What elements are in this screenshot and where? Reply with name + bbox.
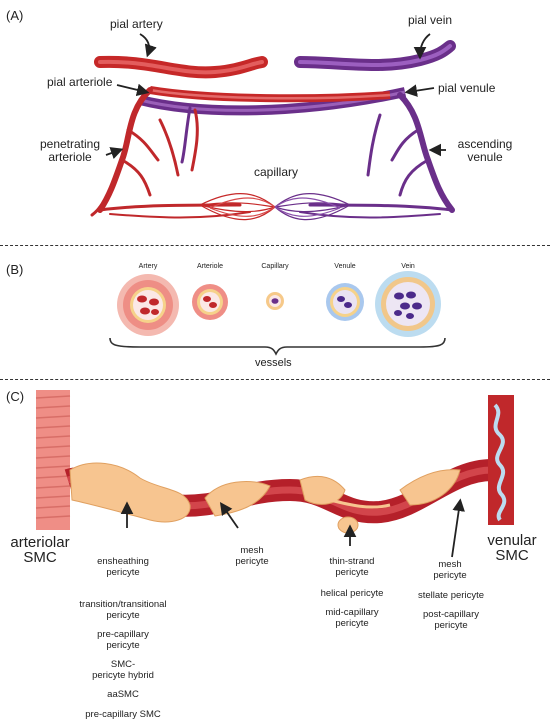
- label-penetrating-arteriole-line1: penetrating: [39, 137, 101, 151]
- panel-b-letter: (B): [6, 262, 24, 277]
- label-pial-vein: pial vein: [408, 13, 453, 27]
- vein-cross-section: [375, 271, 441, 337]
- synonym-stellate: stellate pericyte: [417, 590, 484, 601]
- panel-b-vessel-sections: [109, 271, 446, 356]
- label-arteriolar-smc-line1: arteriolar: [10, 534, 70, 551]
- label-vein: Vein: [401, 263, 415, 270]
- synonym-smc-pericyte-hybrid: SMC- pericyte hybrid: [60, 659, 186, 681]
- thin-strand-line2: pericyte: [335, 567, 369, 578]
- mesh-line1: mesh: [240, 545, 264, 556]
- synonym-pre-capillary-pericyte: pre-capillary pericyte: [60, 629, 186, 651]
- label-ascending-venule: ascending venule: [445, 138, 525, 164]
- mesh-pericyte-cell: [204, 481, 271, 517]
- arrow-pial-arteriole: [116, 83, 150, 97]
- label-arteriolar-smc-line2: SMC: [23, 549, 57, 566]
- arrow-penetrating-arteriole: [105, 147, 124, 159]
- panel-c-arrows: [120, 498, 465, 558]
- venule-cross-section: [326, 283, 364, 321]
- mesh-line2: pericyte: [235, 556, 269, 567]
- label-pial-arteriole: pial arteriole: [47, 75, 113, 89]
- panel-c-letter: (C): [6, 389, 25, 404]
- arteriolar-smc-column: [35, 390, 71, 530]
- label-venular-smc-line2: SMC: [495, 547, 529, 564]
- panel-a-vessel-illustration: [90, 33, 456, 221]
- mesh-post-line2: pericyte: [433, 570, 467, 581]
- post-mesh-pericyte-cell: [399, 469, 461, 506]
- label-venular-smc-line1: venular: [487, 532, 537, 549]
- synonym-transitional-line1: transition/transitional: [79, 599, 167, 610]
- label-penetrating-arteriole: penetrating arteriole: [30, 138, 110, 164]
- label-capillary: capillary: [254, 165, 299, 179]
- label-artery: Artery: [138, 263, 158, 270]
- panel-a-arrows: [105, 33, 446, 159]
- label-thin-strand-pericyte: thin-strand pericyte: [318, 556, 386, 578]
- synonym-mid-capillary-line2: pericyte: [335, 618, 369, 629]
- arrow-pial-artery: [139, 33, 157, 58]
- label-vessels: vessels: [255, 357, 292, 369]
- synonym-aasmc: aaSMC: [107, 689, 139, 700]
- label-venular-smc: venular SMC: [482, 533, 542, 563]
- label-ensheathing-pericyte: ensheathing pericyte: [70, 556, 176, 578]
- panel-a-letter: (A): [6, 8, 24, 23]
- arrow-pial-vein: [413, 33, 431, 60]
- ensheathing-line2: pericyte: [106, 567, 140, 578]
- synonym-pre-capillary-line1: pre-capillary: [97, 629, 149, 640]
- synonym-helical: helical pericyte: [320, 588, 384, 599]
- ensheathing-pericyte-cell: [69, 462, 191, 523]
- thin-strand-pericyte-cell: [337, 516, 359, 534]
- mesh-pericyte-cell-2: [299, 475, 346, 505]
- label-penetrating-arteriole-line2: arteriole: [48, 150, 92, 164]
- label-mesh-pericyte: mesh pericyte: [222, 545, 282, 567]
- synonym-post-capillary-line1: post-capillary: [423, 609, 479, 620]
- mesh-post-synonyms: stellate pericyte post-capillary pericyt…: [410, 590, 492, 631]
- label-ascending-venule-line2: venule: [467, 150, 503, 164]
- label-venule: Venule: [334, 263, 356, 270]
- synonym-hybrid-line1: SMC-: [110, 659, 136, 670]
- ascending-venule: [180, 92, 455, 219]
- capillary-cross-section: [266, 292, 284, 310]
- arrow-mesh: [219, 502, 239, 529]
- label-capillary-xs: Capillary: [261, 263, 289, 270]
- penetrating-arteriole: [90, 87, 251, 219]
- divider-a-b: [0, 245, 550, 246]
- label-arteriole: Arteriole: [196, 263, 224, 270]
- synonym-mid-capillary: mid-capillary pericyte: [306, 607, 398, 629]
- label-pial-artery: pial artery: [110, 17, 163, 31]
- venular-smc-column: [488, 395, 514, 525]
- pial-artery-vessel: [94, 55, 391, 103]
- label-ascending-venule-line1: ascending: [457, 137, 513, 151]
- ensheathing-line1: ensheathing: [97, 556, 149, 567]
- synonym-transitional: transition/transitional pericyte: [60, 599, 186, 621]
- thin-strand-line1: thin-strand: [329, 556, 375, 567]
- synonym-post-capillary-line2: pericyte: [434, 620, 468, 631]
- synonym-transitional-line2: pericyte: [106, 610, 140, 621]
- label-pial-venule: pial venule: [438, 81, 496, 95]
- synonym-pre-capillary-smc: pre-capillary SMC: [85, 709, 161, 720]
- vessels-brace: [109, 337, 446, 356]
- label-mesh-post-pericyte: mesh pericyte: [425, 559, 475, 581]
- divider-b-c: [0, 379, 550, 380]
- mesh-post-line1: mesh: [438, 559, 462, 570]
- label-arteriolar-smc: arteriolar SMC: [10, 535, 70, 565]
- synonym-hybrid-line2: pericyte hybrid: [92, 670, 154, 681]
- arteriole-cross-section: [192, 284, 228, 320]
- artery-cross-section: [117, 274, 179, 336]
- arrow-mesh-post: [451, 498, 465, 558]
- capillary-bed: [199, 193, 351, 221]
- ensheathing-synonyms: transition/transitional pericyte pre-cap…: [60, 599, 186, 720]
- synonym-mid-capillary-line1: mid-capillary: [325, 607, 379, 618]
- arrow-pial-venule: [404, 84, 435, 97]
- synonym-pre-capillary-line2: pericyte: [106, 640, 140, 651]
- thin-strand-synonyms: helical pericyte mid-capillary pericyte: [306, 588, 398, 629]
- synonym-post-capillary: post-capillary pericyte: [410, 609, 492, 631]
